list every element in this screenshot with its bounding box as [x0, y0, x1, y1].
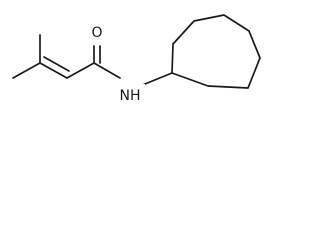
amide-c-n-bond [93, 62, 121, 79]
cycloheptane-ring [171, 14, 261, 89]
carbonyl-double-bond [93, 45, 101, 64]
n-to-ring-bond [139, 72, 173, 87]
nitrogen-atom: NH [117, 84, 145, 104]
alkene-to-carbonyl-bond [66, 62, 95, 79]
chemical-structure-diagram: O NH [12, 14, 261, 104]
oxygen-label: O [91, 25, 102, 41]
methyl-bond-left [12, 62, 41, 79]
nh-label: NH [120, 88, 141, 104]
oxygen-atom: O [89, 21, 105, 41]
alkene-double-bond [39, 56, 70, 79]
